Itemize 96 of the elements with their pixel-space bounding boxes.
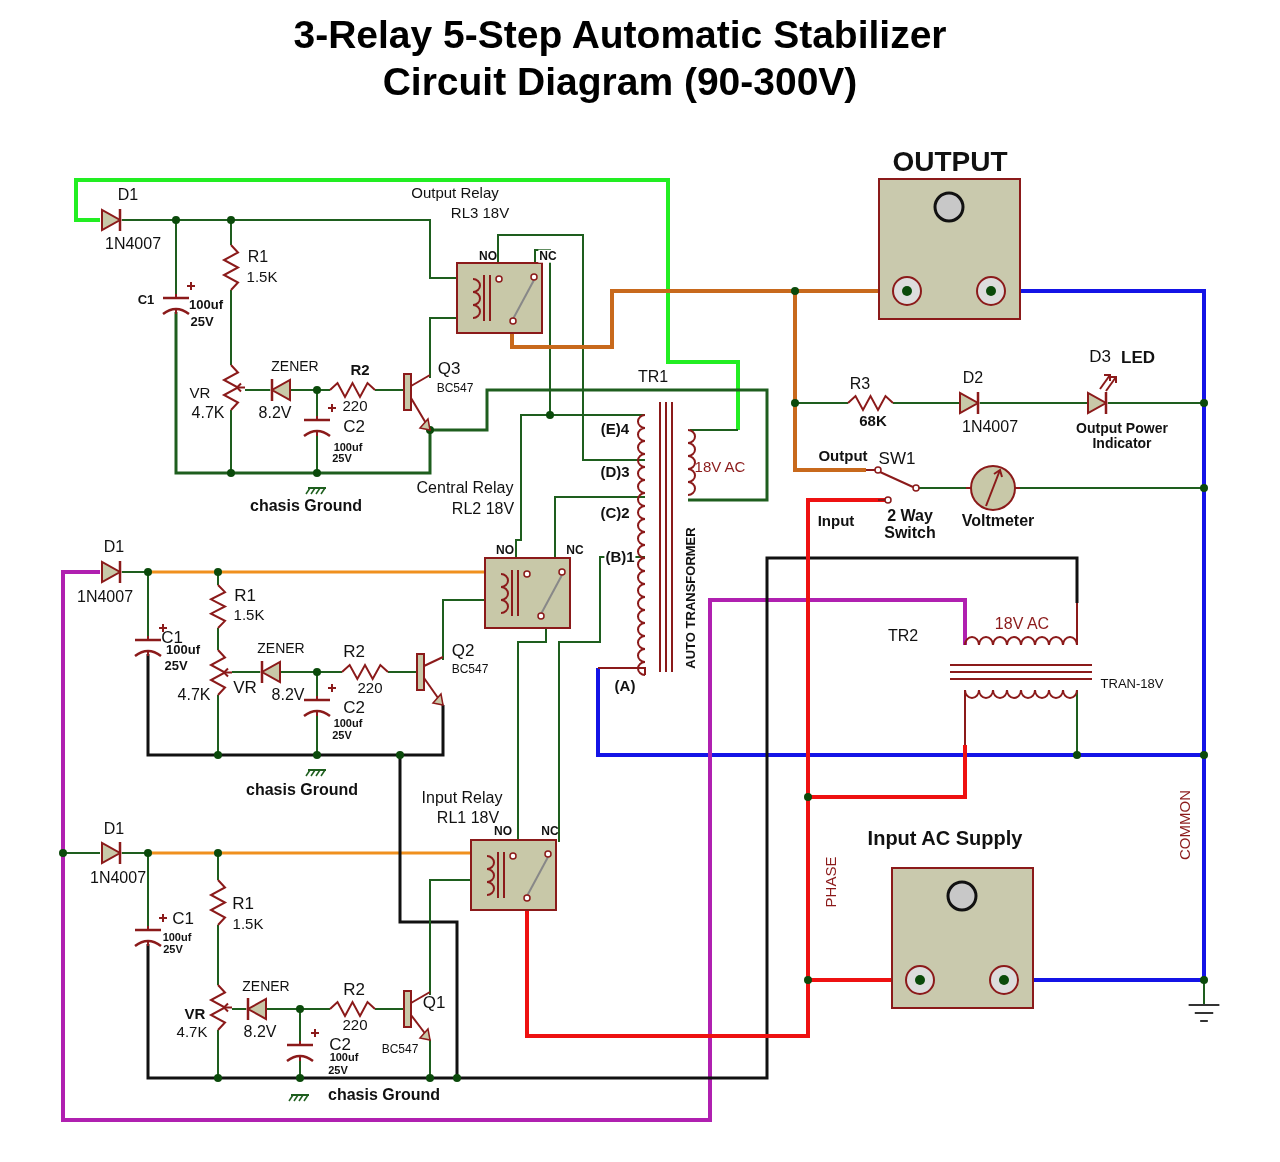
component-label: chasis Ground <box>250 497 362 515</box>
component-label: 25V <box>328 1065 348 1077</box>
component-label: Central Relay <box>415 479 515 497</box>
component-label: NO <box>495 543 515 557</box>
component-label: RL2 18V <box>451 500 515 518</box>
vertical-label: AUTO TRANSFORMER <box>684 527 698 669</box>
component-label: ZENER <box>257 640 305 656</box>
component-label: 1N4007 <box>962 418 1018 436</box>
component-label: R2 <box>350 362 370 378</box>
component-label: 100uf <box>189 298 223 312</box>
component-label: chasis Ground <box>246 781 358 799</box>
component-label: BC547 <box>451 662 489 676</box>
component-label: TR2 <box>887 627 919 645</box>
component-label: 100uf <box>329 1052 359 1064</box>
component-label: 220 <box>357 680 383 696</box>
component-label: 1N4007 <box>105 235 161 253</box>
component-label: NC <box>541 824 559 838</box>
component-label: 18V AC <box>694 459 746 475</box>
component-label: VR <box>189 385 211 401</box>
component-label: VR <box>233 679 257 697</box>
component-label: Input Relay <box>421 789 503 807</box>
component-label: R1 <box>247 248 269 266</box>
component-label: R2 <box>343 981 365 999</box>
component-label: TRAN-18V <box>1100 677 1164 691</box>
component-label: R2 <box>343 643 365 661</box>
caption: Output Power Indicator <box>1075 421 1169 451</box>
component-label: 4.7K <box>191 404 225 422</box>
component-label: 4.7K <box>177 686 211 704</box>
component-label: 25V <box>163 944 183 956</box>
component-label: D1 <box>103 820 125 838</box>
component-label: TR1 <box>637 368 669 386</box>
component-label: 25V <box>332 453 352 465</box>
component-label: BC547 <box>436 381 474 395</box>
component-label: 8.2V <box>258 404 292 422</box>
component-label: C2 <box>329 1036 351 1054</box>
component-label: (B)1 <box>604 549 636 565</box>
component-label: Q1 <box>422 994 446 1012</box>
component-label: 220 <box>342 398 368 414</box>
component-label: NO <box>479 249 497 263</box>
component-label: Output Relay <box>411 185 499 201</box>
component-label: 25V <box>164 659 188 673</box>
component-label: 4.7K <box>176 1024 208 1040</box>
component-label: R1 <box>234 587 256 605</box>
component-label: RL3 18V <box>450 205 510 221</box>
component-label: (A) <box>614 678 636 694</box>
component-label: C2 <box>343 699 365 717</box>
component-label: 1N4007 <box>90 869 146 887</box>
component-label: 1.5K <box>246 269 278 285</box>
component-label: (D)3 <box>600 464 630 480</box>
component-label: Input AC Supply <box>867 827 1023 849</box>
component-label: 100uf <box>166 643 200 657</box>
component-label: 8.2V <box>271 686 305 704</box>
component-label: 68K <box>859 413 887 429</box>
component-label: 100uf <box>333 442 363 454</box>
component-label: D3 <box>1089 348 1111 366</box>
component-label: 25V <box>332 730 352 742</box>
component-label: 220 <box>342 1017 368 1033</box>
component-label: SW1 <box>878 450 916 468</box>
component-label: Output <box>818 448 868 464</box>
component-label: 1N4007 <box>77 588 133 606</box>
diagram-title: 3-Relay 5-Step Automatic Stabilizer Circuit Diagram (90-300V) <box>292 12 948 105</box>
component-label: R1 <box>232 895 254 913</box>
component-label: D1 <box>117 186 139 204</box>
caption: 2 Way Switch <box>883 508 937 542</box>
component-label: NC <box>565 543 585 557</box>
component-label: Voltmeter <box>961 512 1035 530</box>
component-label: Input <box>817 513 855 529</box>
component-label: NO <box>494 824 512 838</box>
component-label: 18V AC <box>994 615 1050 633</box>
component-label: OUTPUT <box>892 147 1008 177</box>
component-label: D1 <box>103 538 125 556</box>
vertical-label: PHASE <box>823 856 839 908</box>
component-label: ZENER <box>242 978 290 994</box>
component-label: Q2 <box>451 642 475 660</box>
component-label: Q3 <box>437 360 461 378</box>
component-label: LED <box>1121 349 1155 367</box>
component-label: (C)2 <box>600 505 630 521</box>
component-label: C1 <box>137 293 155 307</box>
component-label: 1.5K <box>232 916 264 932</box>
component-label: C1 <box>172 910 194 928</box>
component-label: RL1 18V <box>436 809 500 826</box>
component-label: (E)4 <box>600 421 630 437</box>
component-label: R3 <box>849 375 871 393</box>
component-label: C2 <box>343 418 365 436</box>
component-label: D2 <box>962 369 984 387</box>
component-label: 100uf <box>333 718 363 730</box>
vertical-label: COMMON <box>1177 790 1193 860</box>
component-label: NC <box>538 249 558 263</box>
component-label: 1.5K <box>233 607 265 623</box>
component-label: 8.2V <box>243 1023 277 1041</box>
component-label: chasis Ground <box>328 1086 440 1104</box>
component-label: 25V <box>190 315 214 329</box>
component-label: ZENER <box>271 358 319 374</box>
component-label: BC547 <box>381 1042 419 1056</box>
component-label: 100uf <box>162 932 192 944</box>
component-label: VR <box>184 1006 206 1022</box>
